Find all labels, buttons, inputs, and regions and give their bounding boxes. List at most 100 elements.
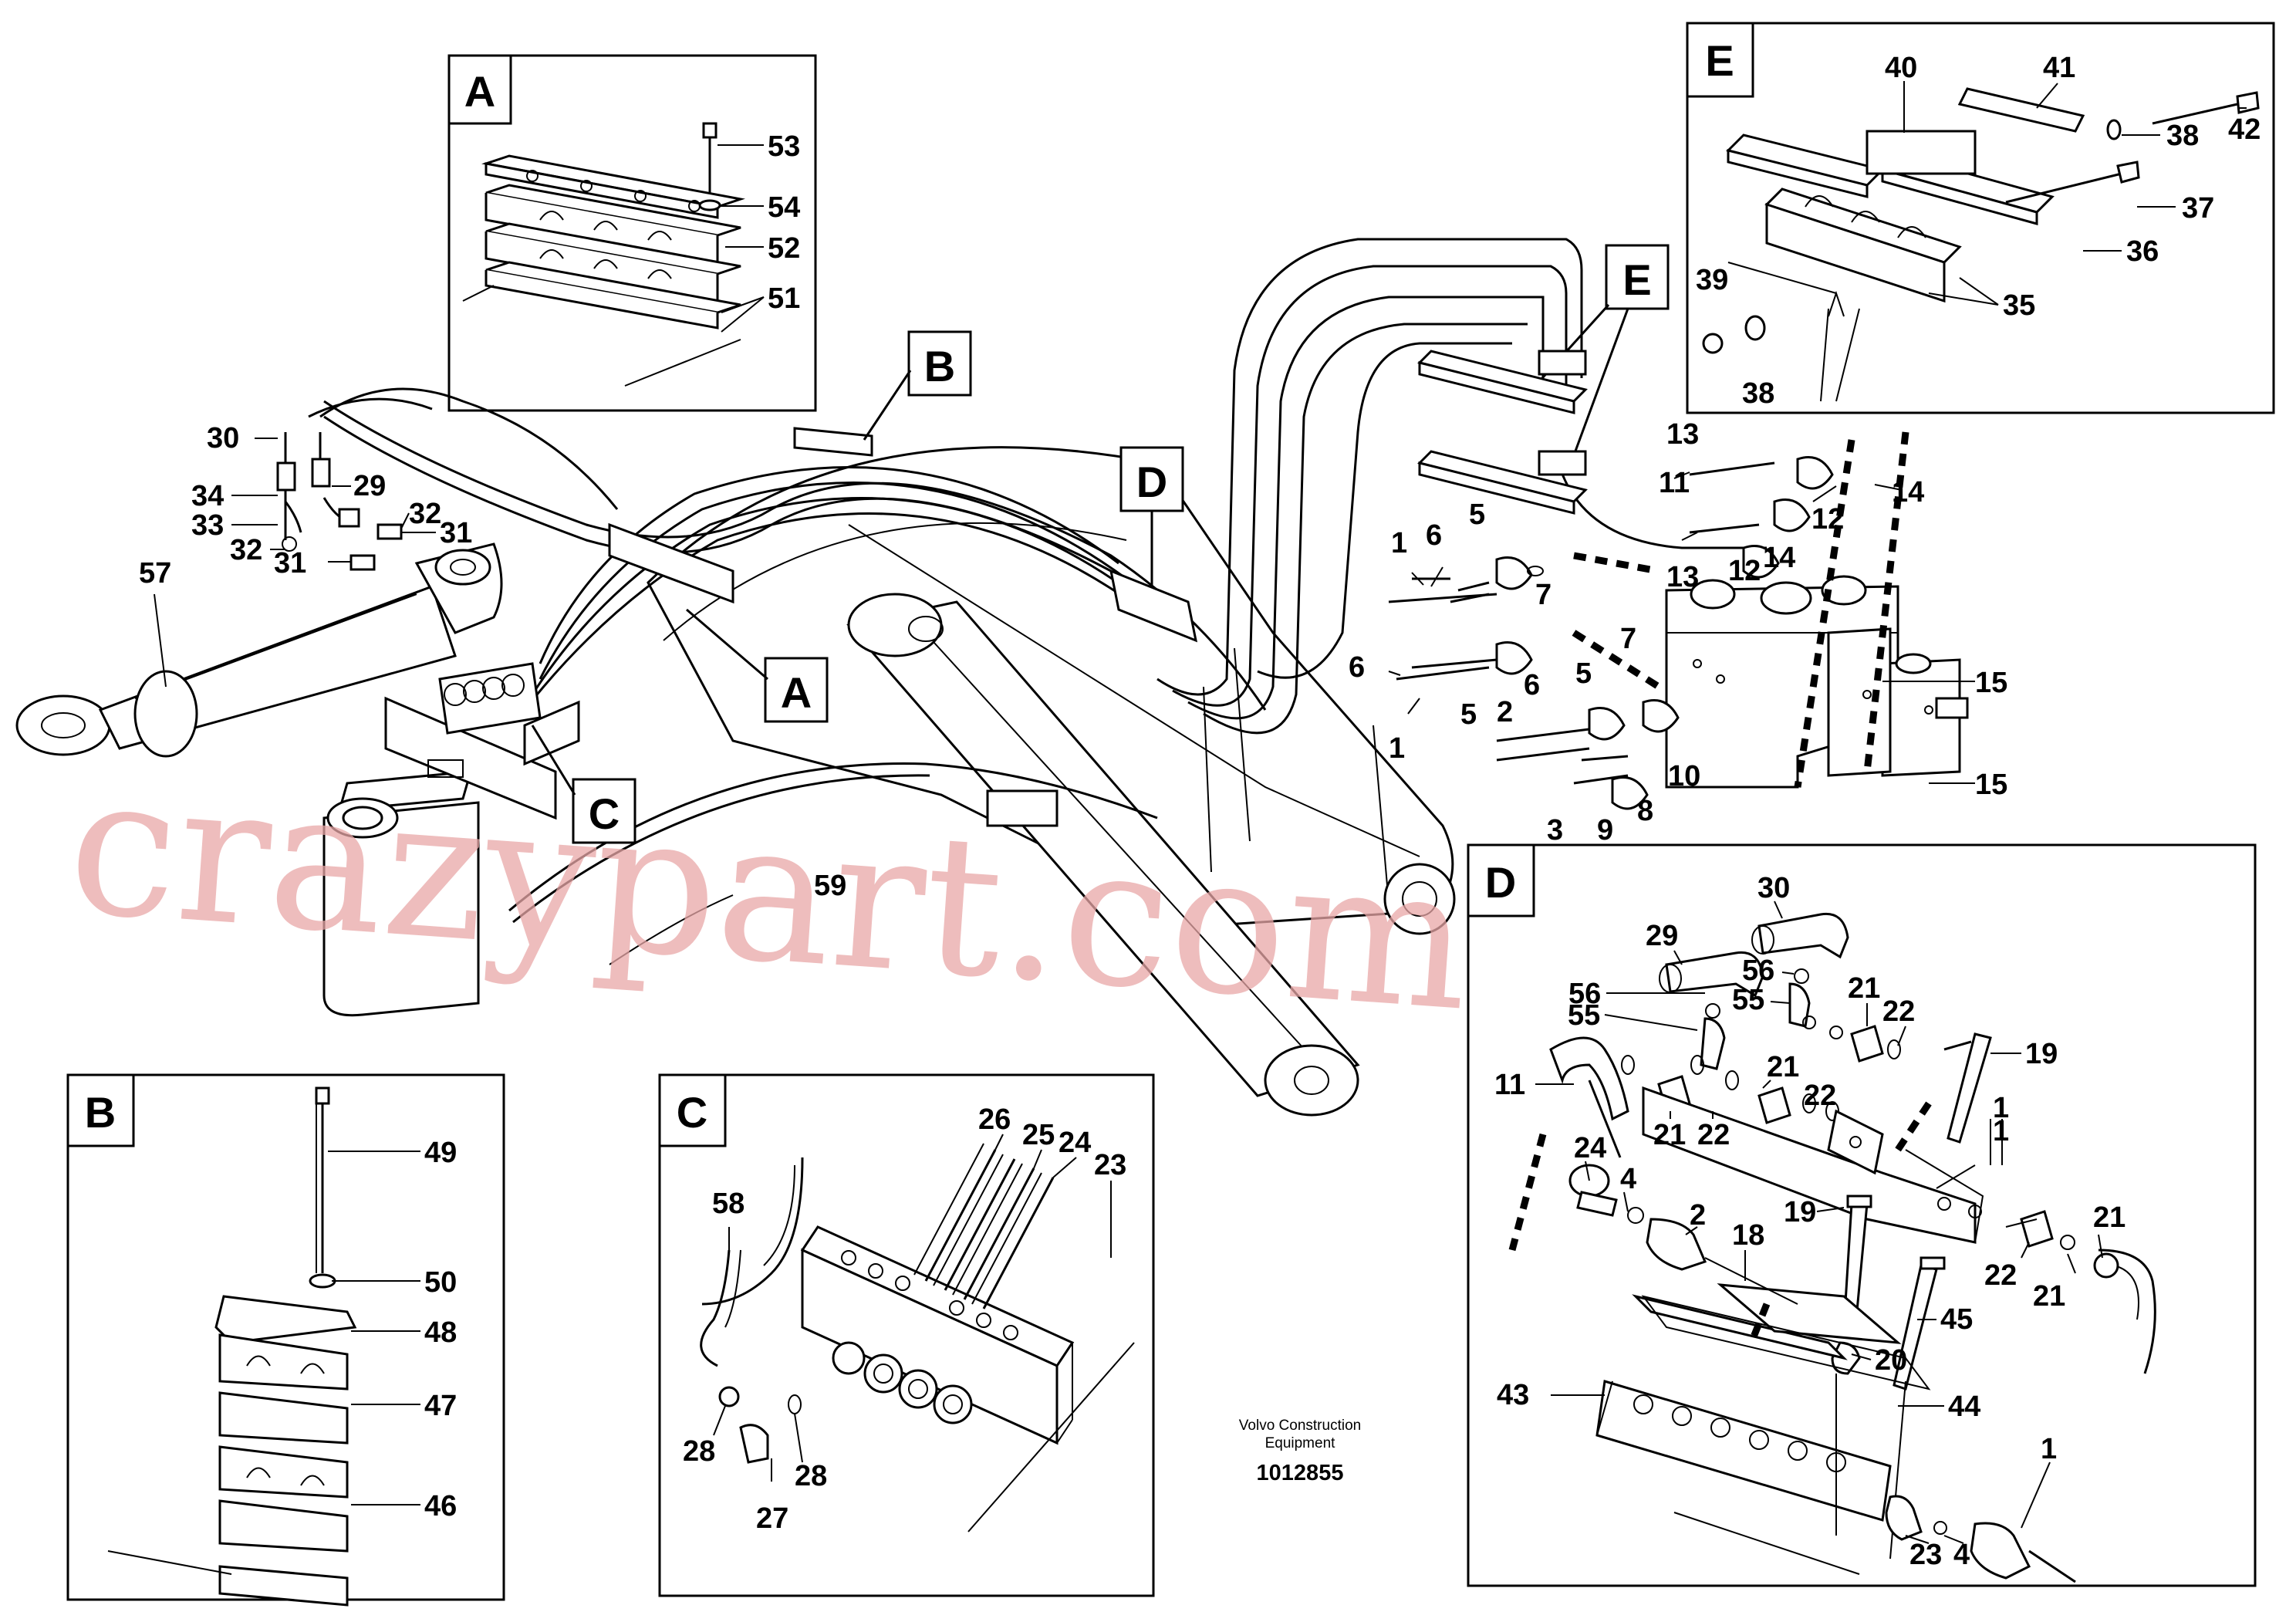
- callout-22-d-b: 22: [1804, 1080, 1836, 1112]
- callout-38-bottom: 38: [1742, 377, 1774, 410]
- detail-box-c: C: [658, 1073, 1155, 1597]
- detail-box-e: E: [1686, 22, 2275, 414]
- upper-left-fittings: [276, 387, 619, 571]
- callout-21-d-a: 21: [1848, 972, 1880, 1005]
- callout-53: 53: [768, 130, 800, 163]
- callout-8-main: 8: [1637, 795, 1653, 827]
- callout-28-a: 28: [683, 1435, 715, 1468]
- ref-tag-d: D: [1119, 446, 1184, 586]
- caption-line-1: Volvo Construction: [1239, 1418, 1361, 1434]
- callout-12-main-a: 12: [1728, 555, 1761, 587]
- detail-box-d: D: [1467, 843, 2257, 1587]
- drawing-caption: Volvo Construction Equipment 1012855: [1239, 1418, 1361, 1485]
- callout-33-main: 33: [191, 509, 224, 542]
- callout-13-main-b: 13: [1666, 561, 1699, 593]
- callout-30-main: 30: [207, 422, 239, 454]
- detail-letter-e: E: [1705, 36, 1734, 85]
- callout-5-main-b: 5: [1460, 698, 1477, 731]
- callout-7-main-b: 7: [1620, 623, 1636, 655]
- callout-28-b: 28: [795, 1460, 827, 1492]
- callout-22-d-d: 22: [1984, 1259, 2017, 1292]
- callout-43: 43: [1497, 1379, 1529, 1411]
- callout-2-main: 2: [1497, 696, 1513, 728]
- callout-59: 59: [814, 870, 846, 902]
- callout-22-d-c: 22: [1697, 1119, 1730, 1151]
- callout-2-d: 2: [1690, 1199, 1706, 1232]
- clamp-assembly-a: [462, 122, 745, 387]
- drawing-number: 1012855: [1257, 1461, 1344, 1485]
- ref-tag-a: A: [686, 608, 829, 723]
- callout-49: 49: [424, 1137, 457, 1169]
- callout-1-main-b: 1: [1389, 732, 1405, 765]
- callout-12-main-b: 12: [1811, 503, 1844, 536]
- callout-31-main-b: 31: [274, 547, 306, 580]
- callout-4-d-b: 4: [1953, 1539, 1970, 1571]
- callout-6-main-c: 6: [1524, 669, 1540, 701]
- callout-24-d: 24: [1574, 1132, 1606, 1164]
- callout-6-main-a: 6: [1426, 519, 1442, 552]
- detail-box-a: A 53 54 52 51: [447, 54, 817, 412]
- callout-27: 27: [756, 1502, 788, 1535]
- callout-39: 39: [1696, 264, 1728, 296]
- callout-21-d-e: 21: [2093, 1201, 2125, 1234]
- callout-55-d-a: 55: [1568, 999, 1600, 1032]
- callout-5-main-a: 5: [1469, 498, 1485, 531]
- detail-box-b: B 49 50 48 47 46: [66, 1073, 505, 1607]
- callout-35: 35: [2003, 289, 2035, 322]
- callout-32-main-b: 32: [230, 534, 262, 566]
- callout-21-d-d: 21: [2033, 1280, 2065, 1313]
- callout-22-d-a: 22: [1882, 995, 1915, 1028]
- callout-5-main-c: 5: [1575, 657, 1592, 690]
- callout-56-d-a: 56: [1568, 978, 1601, 1010]
- callout-44: 44: [1948, 1391, 1980, 1423]
- detail-letter-c: C: [677, 1088, 707, 1137]
- svg-text:E: E: [1622, 255, 1651, 304]
- detail-letter-d: D: [1485, 858, 1516, 907]
- callout-19-d-a: 19: [2025, 1038, 2058, 1070]
- callout-21-d-b: 21: [1767, 1051, 1799, 1083]
- callout-15-main-b: 15: [1975, 769, 2007, 801]
- callout-47: 47: [424, 1390, 457, 1422]
- callout-3-main: 3: [1547, 814, 1563, 846]
- callout-45: 45: [1940, 1303, 1973, 1336]
- callout-13-main-a: 13: [1666, 418, 1699, 451]
- callout-14-main-a: 14: [1763, 542, 1795, 574]
- callout-21-d-c: 21: [1653, 1119, 1686, 1151]
- callout-38-top: 38: [2166, 120, 2199, 152]
- callout-36: 36: [2126, 235, 2159, 268]
- callout-57: 57: [139, 557, 171, 590]
- callout-7-main-a: 7: [1535, 579, 1551, 611]
- callout-32-main-a: 32: [409, 498, 441, 530]
- svg-text:C: C: [589, 789, 620, 838]
- d-fittings: [1508, 912, 2156, 1583]
- callout-4-d-a: 4: [1620, 1163, 1636, 1195]
- svg-text:B: B: [924, 342, 955, 390]
- callout-26: 26: [978, 1103, 1011, 1136]
- callout-42: 42: [2228, 113, 2261, 146]
- callout-51: 51: [768, 282, 800, 315]
- ref-tag-b: B: [863, 330, 972, 441]
- callout-29-d: 29: [1646, 920, 1678, 952]
- callout-37: 37: [2182, 192, 2214, 225]
- control-valve: [1665, 575, 1969, 789]
- boom-structure: [322, 446, 1456, 1117]
- detail-letter-a: A: [464, 67, 495, 116]
- callout-9-main: 9: [1597, 814, 1613, 846]
- callout-11-d: 11: [1494, 1069, 1525, 1101]
- callout-10-main: 10: [1668, 760, 1700, 792]
- callout-1-d-a: 1: [1993, 1092, 2009, 1124]
- ref-tag-c: C: [531, 725, 636, 844]
- svg-text:A: A: [781, 668, 812, 717]
- callout-11-main: 11: [1659, 467, 1690, 499]
- clamp-stack-b: [107, 1086, 357, 1607]
- callout-1-d-c: 1: [2041, 1433, 2057, 1465]
- callout-25: 25: [1022, 1119, 1055, 1151]
- callout-41: 41: [2043, 52, 2075, 84]
- callout-18-d: 18: [1732, 1219, 1764, 1252]
- callout-19-d-b: 19: [1784, 1196, 1816, 1228]
- e-clamps-main: [1417, 350, 1588, 515]
- callout-23-d: 23: [1909, 1539, 1942, 1571]
- callout-58: 58: [712, 1188, 745, 1220]
